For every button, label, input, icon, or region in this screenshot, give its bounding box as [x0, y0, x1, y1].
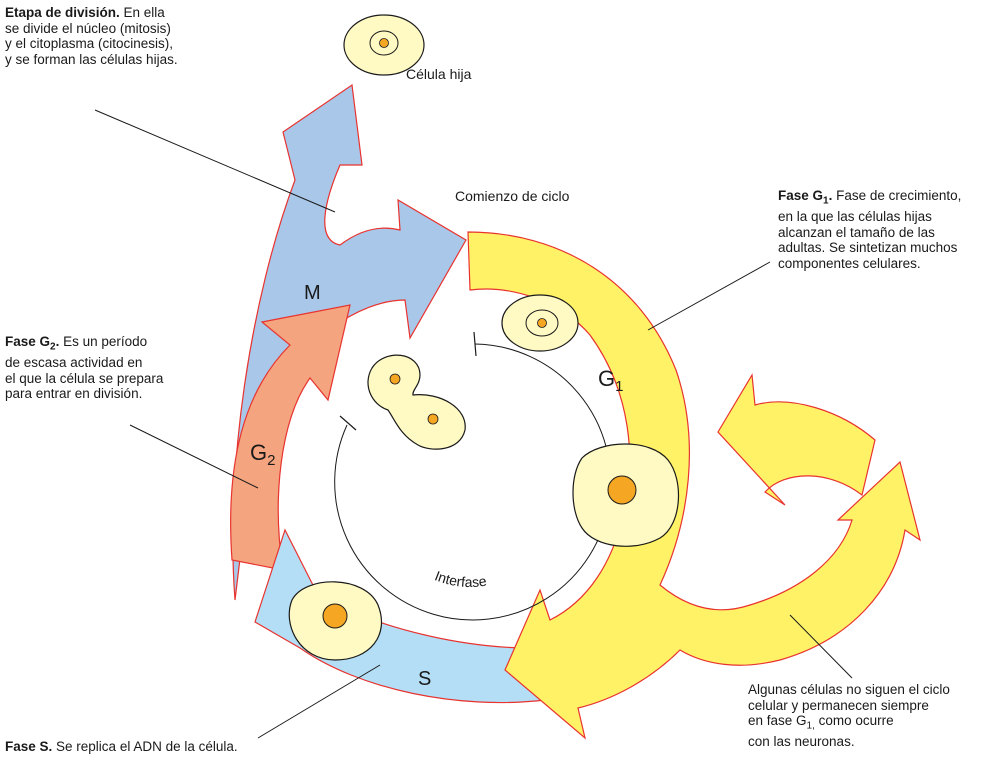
m-phase-label: M	[304, 282, 321, 304]
s-phase-note-title: Fase S.	[5, 739, 53, 754]
g2-phase-label: G2	[250, 440, 275, 469]
g1-phase-note: Fase G1. Fase de crecimiento, en la que …	[778, 188, 962, 271]
g1-phase-label: G1	[598, 366, 623, 395]
g2-phase-note-title: Fase G2.	[5, 334, 60, 353]
s-phase-label: S	[418, 668, 431, 690]
m-phase-note-title: Etapa de división.	[5, 5, 120, 20]
g1-adult-cell	[572, 443, 680, 547]
daughter-cell-label: Célula hija	[406, 66, 472, 82]
s-note-leader	[257, 664, 381, 739]
g0-loop-arrow	[717, 373, 876, 506]
g2-phase-arrow	[230, 304, 351, 571]
m-phase-note: Etapa de división. En ella se divide el …	[5, 5, 178, 67]
daughter-cell	[343, 14, 425, 76]
dividing-cell	[367, 354, 466, 450]
interfase-label: Interfase	[433, 567, 488, 590]
m-note-leader	[94, 109, 336, 213]
interfase-arc	[334, 343, 612, 621]
s-phase-note: Fase S. Se replica el ADN de la célula.	[5, 739, 238, 754]
g1-note-leader	[647, 261, 771, 331]
g0-note-leader	[789, 614, 853, 679]
g2-note-leader	[129, 424, 259, 489]
g0-note: Algunas células no siguen el ciclo celul…	[748, 682, 950, 750]
interfase-arc-start-tick	[339, 415, 357, 431]
s-phase-cell	[288, 581, 383, 661]
g1-phase-note-title: Fase G1.	[778, 188, 833, 207]
m-phase-arrow	[232, 83, 467, 601]
g2-phase-note: Fase G2. Es un período de escasa activid…	[5, 334, 164, 402]
interfase-arc-end-tick	[473, 331, 477, 357]
cycle-start-label: Comienzo de ciclo	[455, 188, 570, 204]
g1-young-cell	[501, 294, 579, 352]
